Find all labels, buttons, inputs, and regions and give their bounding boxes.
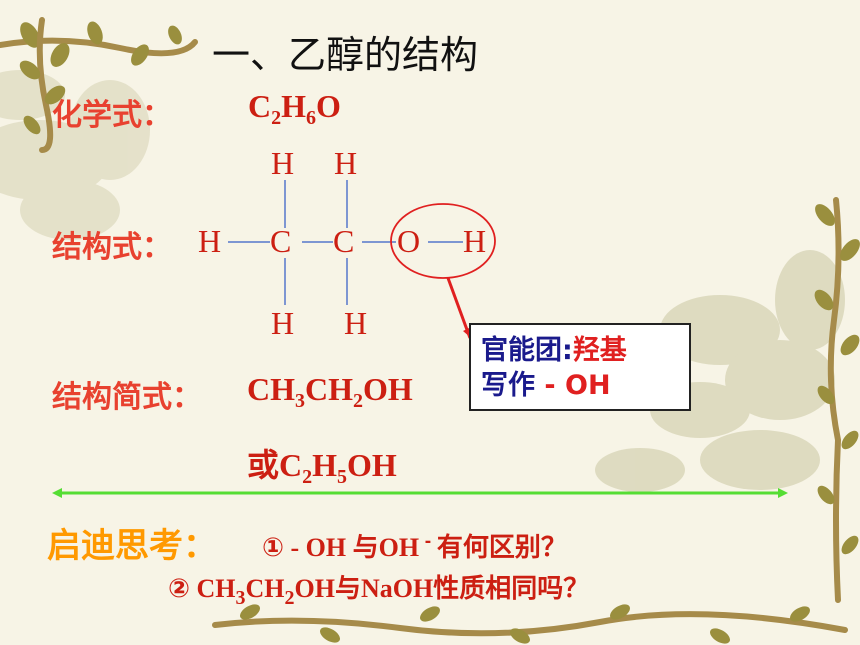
vine-bottom-leaves <box>240 604 810 644</box>
thinking-label: 启迪思考： <box>47 526 217 566</box>
condensed-formula-2: 或C2H5OH <box>247 446 397 488</box>
molecular-formula: C2H6O <box>248 88 341 129</box>
vine-left <box>36 17 54 153</box>
question-2: ② CH3CH2OH与NaOH性质相同吗？ <box>168 574 590 609</box>
atom-h-bottom-left: H <box>271 305 295 341</box>
condensed-formula-label: 结构简式： <box>52 380 202 415</box>
atom-h-bottom-right: H <box>344 305 368 341</box>
molecular-formula-label: 化学式： <box>52 98 172 133</box>
floral-watermark-left <box>0 70 150 240</box>
question-1: ① - OH 与OH - 有何区别？ <box>262 531 567 563</box>
atom-h-top-left: H <box>271 145 295 181</box>
atom-h-left: H <box>198 223 222 259</box>
atom-o: O <box>397 223 421 259</box>
vine-left-leaves <box>19 60 66 135</box>
vine-top-leaves <box>20 21 182 67</box>
vine-right-leaves <box>814 204 860 555</box>
atom-h-right: H <box>463 223 487 259</box>
vine-right <box>827 197 842 603</box>
condensed-formula-1: CH3CH2OH <box>247 371 413 412</box>
slide-title: 一、乙醇的结构 <box>212 33 479 77</box>
atom-h-top-right: H <box>334 145 358 181</box>
callout-line-2: 写作 - OH <box>481 370 611 401</box>
divider-line <box>52 488 788 498</box>
callout-line-1: 官能团:羟基 <box>481 335 627 366</box>
hydroxyl-highlight-circle <box>390 203 496 279</box>
functional-group-callout: 官能团:羟基 写作 - OH <box>469 323 691 411</box>
atom-c1: C <box>270 223 292 259</box>
structural-formula-label: 结构式： <box>52 230 172 265</box>
atom-c2: C <box>333 223 355 259</box>
